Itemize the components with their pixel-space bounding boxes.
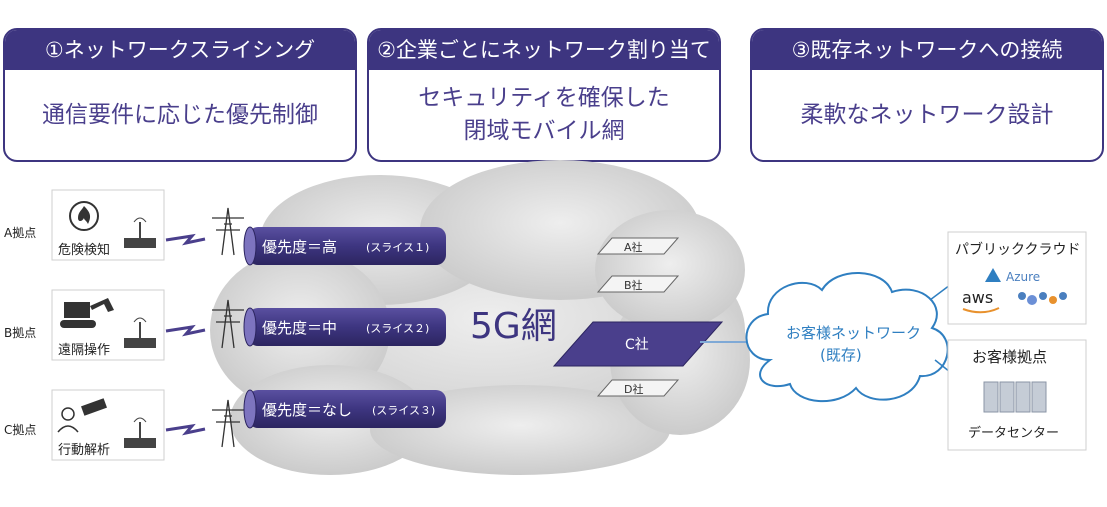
google-cloud-icon (1018, 292, 1067, 305)
site-card-label: 行動解析 (58, 443, 110, 458)
pipe-slice-label: (スライス３) (372, 404, 435, 417)
feature-body-line: 通信要件に応じた優先制御 (42, 101, 318, 128)
site-label: C拠点 (4, 423, 36, 437)
cloud-label: 5G網 (470, 306, 557, 347)
feature-header: ③既存ネットワークへの接続 (752, 30, 1102, 70)
public-cloud-box (947, 231, 1087, 325)
slice-pipe-none (243, 389, 446, 429)
wireless-bolt-icon (165, 423, 206, 436)
site-row-a: A拠点 危険検知 優先度＝高 (スライス１) (4, 189, 446, 266)
site-card-label: 遠隔操作 (58, 342, 110, 358)
company-label: B社 (624, 278, 643, 292)
aws-label: aws (962, 288, 993, 307)
site-card (51, 389, 165, 461)
transmission-tower-icon (212, 299, 244, 349)
site-row-b: B拠点 遠隔操作 優先度＝中 (スライス２) (4, 289, 446, 361)
site-card (51, 189, 165, 261)
feature-body-line: 閉域モバイル網 (463, 118, 625, 144)
feature-header: ①ネットワークスライシング (5, 30, 355, 70)
feature-body: 通信要件に応じた優先制御 (5, 70, 355, 160)
site-label: A拠点 (4, 226, 36, 240)
router-icon (124, 217, 156, 248)
feature-box-connection: ③既存ネットワークへの接続 柔軟なネットワーク設計 (750, 28, 1104, 162)
company-plane-d (596, 379, 680, 397)
feature-box-slicing: ①ネットワークスライシング 通信要件に応じた優先制御 (3, 28, 357, 162)
slice-pipe-high (243, 226, 446, 266)
transmission-tower-icon (212, 399, 244, 448)
company-plane-a (596, 237, 680, 255)
aws-smile-icon (962, 307, 1000, 314)
router-icon (124, 417, 156, 448)
transmission-tower-icon (212, 207, 244, 256)
excavator-icon (60, 298, 114, 328)
pipe-slice-label: (スライス１) (366, 241, 429, 254)
company-plane-b (596, 275, 680, 293)
company-label: A社 (624, 240, 643, 254)
customer-network-sub: (既存) (820, 346, 862, 364)
customer-network-cloud (745, 272, 949, 402)
pipe-priority-label: 優先度＝高 (262, 238, 337, 256)
company-plane-c-highlighted (552, 321, 724, 367)
wireless-bolt-icon (165, 233, 206, 246)
surveillance-camera-person-icon (57, 398, 107, 433)
site-row-c: C拠点 行動解析 優先度＝なし (スライス３) (4, 389, 446, 461)
pipe-priority-label: 優先度＝中 (262, 319, 337, 337)
azure-logo-icon (985, 268, 1001, 282)
server-rack-icon (983, 381, 1047, 413)
link-to-public-cloud (929, 284, 951, 301)
slice-pipe-medium (243, 307, 446, 347)
fire-hazard-icon (69, 201, 99, 231)
pipe-slice-label: (スライス２) (366, 322, 429, 335)
feature-body-line: セキュリティを確保した (418, 85, 670, 111)
feature-box-allocation: ②企業ごとにネットワーク割り当て セキュリティを確保した閉域モバイル網 (367, 28, 721, 162)
company-label: D社 (624, 382, 643, 396)
public-cloud-title: パブリッククラウド (955, 241, 1080, 258)
feature-body-line: 柔軟なネットワーク設計 (800, 101, 1054, 128)
customer-site-title: お客様拠点 (972, 348, 1047, 366)
site-card-label: 危険検知 (58, 242, 110, 258)
wireless-bolt-icon (165, 324, 206, 337)
feature-body: 柔軟なネットワーク設計 (752, 70, 1102, 160)
feature-header: ②企業ごとにネットワーク割り当て (369, 30, 719, 70)
site-label: B拠点 (4, 326, 36, 340)
pipe-priority-label: 優先度＝なし (262, 401, 352, 419)
company-label-highlighted: C社 (625, 337, 649, 353)
router-icon (124, 317, 156, 348)
customer-network-label: お客様ネットワーク (786, 324, 921, 342)
data-center-caption: データセンター (968, 425, 1059, 441)
azure-label: Azure (1006, 270, 1040, 284)
feature-body: セキュリティを確保した閉域モバイル網 (369, 70, 719, 160)
